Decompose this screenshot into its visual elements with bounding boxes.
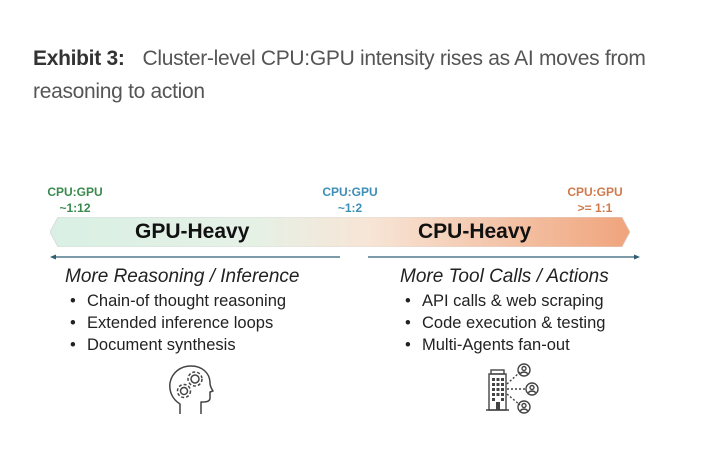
ratio-middle: CPU:GPU ~1:2: [315, 184, 385, 216]
ratio-title: CPU:GPU: [567, 185, 623, 199]
head-gears-icon: [169, 365, 214, 414]
exhibit-label: Exhibit 3:: [33, 47, 125, 70]
cpu-heavy-label: CPU-Heavy: [418, 220, 532, 243]
band-shape: [50, 217, 630, 247]
ratio-title: CPU:GPU: [322, 185, 378, 199]
reasoning-list: Chain-of thought reasoning Extended infe…: [65, 290, 299, 356]
list-item: API calls & web scraping: [400, 290, 609, 312]
reasoning-title: More Reasoning / Inference: [65, 266, 300, 287]
ratio-value: ~1:12: [59, 201, 91, 215]
building-agents-icon: [486, 363, 539, 414]
exhibit-title: Cluster-level CPU:GPU intensity rises as…: [33, 47, 646, 103]
list-item: Code execution & testing: [400, 312, 609, 334]
ratio-title: CPU:GPU: [47, 185, 103, 199]
left-arrow: [50, 254, 340, 260]
actions-list: API calls & web scraping Code execution …: [400, 290, 609, 356]
ratio-cpu-heavy: CPU:GPU >= 1:1: [560, 184, 630, 216]
list-item: Chain-of thought reasoning: [65, 290, 299, 312]
list-item: Extended inference loops: [65, 312, 299, 334]
list-item: Document synthesis: [65, 334, 299, 356]
ratio-value: ~1:2: [337, 201, 363, 215]
intensity-band: [50, 217, 630, 247]
reasoning-column: More Reasoning / Inference Chain-of thou…: [65, 264, 299, 356]
actions-column: More Tool Calls / Actions API calls & we…: [400, 264, 609, 356]
ratio-gpu-heavy: CPU:GPU ~1:12: [40, 184, 110, 216]
list-item: Multi-Agents fan-out: [400, 334, 609, 356]
ratio-value: >= 1:1: [577, 201, 613, 215]
exhibit-caption: Exhibit 3:Cluster-level CPU:GPU intensit…: [33, 42, 673, 108]
right-arrow: [368, 254, 640, 260]
gpu-heavy-label: GPU-Heavy: [135, 220, 250, 243]
actions-title: More Tool Calls / Actions: [400, 266, 609, 287]
